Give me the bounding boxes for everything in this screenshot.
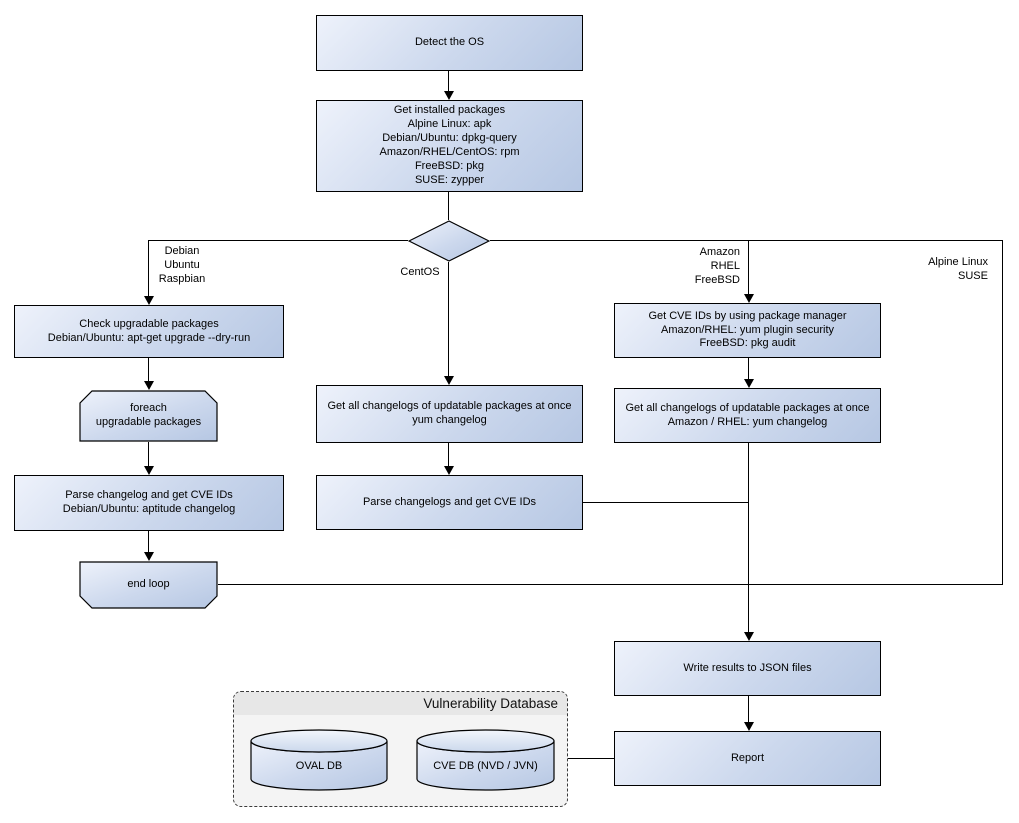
connector-line [448,192,449,220]
connector-line [748,358,749,379]
arrowhead [744,379,754,388]
node-get-changelogs-amazon: Get all changelogs of updatable packages… [614,388,881,443]
node-end-loop: end loop [79,561,218,609]
connector-line [148,240,408,241]
node-foreach-loop: foreach upgradable packages [79,390,218,442]
arrowhead [144,552,154,561]
end-loop-label: end loop [127,578,170,591]
branch-label-alpine: Alpine Linux SUSE [928,256,988,282]
arrowhead [144,381,154,390]
connector-line [148,358,149,381]
connector-line [748,696,749,722]
connector-line [748,443,749,632]
foreach-label: foreach upgradable packages [95,402,202,428]
connector-line [555,758,614,759]
node-report: Report [614,731,881,786]
arrowhead [144,296,154,305]
arrowhead [444,376,454,385]
connector-line [148,531,149,552]
connector-line [148,240,149,296]
connector-line [583,502,748,503]
arrowhead [744,632,754,641]
arrowhead [444,91,454,100]
connector-line [448,71,449,92]
arrowhead [444,466,454,475]
connector-line [218,584,1002,585]
vulnerability-database-title: Vulnerability Database [234,692,567,715]
node-get-cve-ids-pkg-manager: Get CVE IDs by using package manager Ama… [614,303,881,358]
arrowhead [144,466,154,475]
node-os-decision-diamond [408,220,490,262]
arrowhead [744,294,754,303]
connector-line [448,443,449,466]
loop-end-shape [79,561,218,609]
node-get-installed-packages: Get installed packages Alpine Linux: apk… [316,100,583,192]
arrowhead [744,722,754,731]
connector-line [448,262,449,376]
database-cylinder-icon [250,729,388,791]
branch-label-centos: CentOS [400,266,440,278]
node-oval-db: OVAL DB [250,729,388,791]
oval-db-label: OVAL DB [295,760,343,773]
branch-label-amazon: Amazon RHEL FreeBSD [694,246,740,286]
diamond-shape [408,220,490,262]
database-cylinder-icon [416,729,555,791]
connector-line [148,442,149,466]
cve-db-label: CVE DB (NVD / JVN) [433,760,538,773]
connector-line [748,240,749,294]
node-parse-changelog-debian: Parse changelog and get CVE IDs Debian/U… [14,475,284,531]
node-parse-changelogs-centos: Parse changelogs and get CVE IDs [316,475,583,530]
branch-label-debian: Debian Ubuntu Raspbian [158,245,206,285]
node-write-results: Write results to JSON files [614,641,881,696]
loop-start-shape [79,390,218,442]
node-detect-os: Detect the OS [316,15,583,71]
connector-line [490,240,1002,241]
node-check-upgradable: Check upgradable packages Debian/Ubuntu:… [14,305,284,358]
node-get-changelogs-centos: Get all changelogs of updatable packages… [316,385,583,443]
node-cve-db: CVE DB (NVD / JVN) [416,729,555,791]
connector-line [1002,240,1003,585]
